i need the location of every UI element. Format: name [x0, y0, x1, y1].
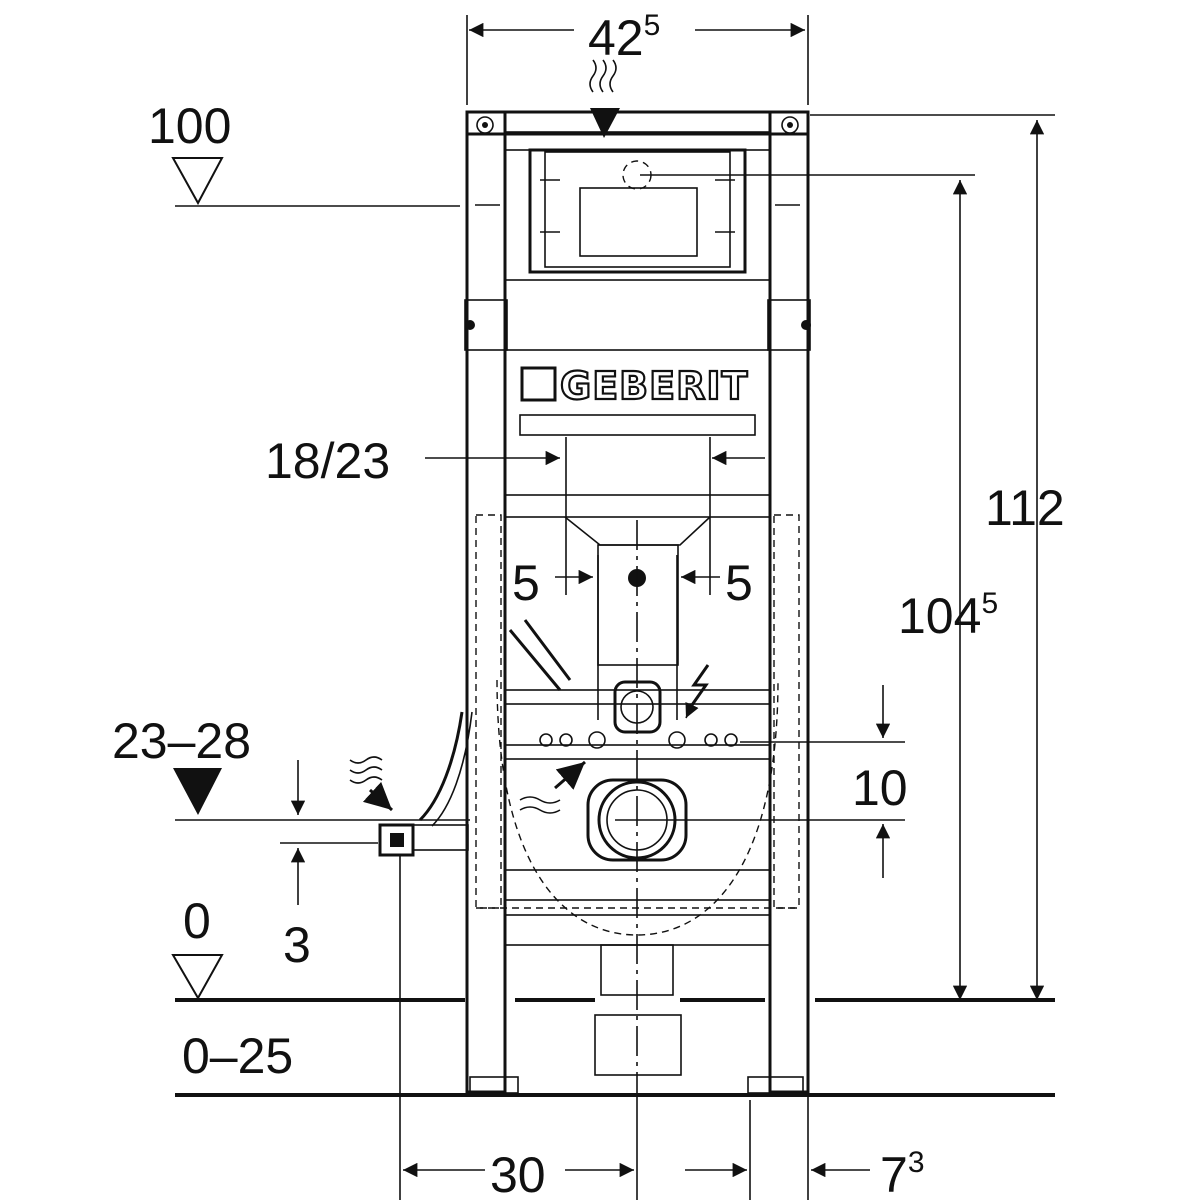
label-bottom-left-width: 30 [490, 1147, 546, 1200]
label-floor-range: 0–25 [182, 1028, 293, 1084]
cistern-box [528, 148, 747, 274]
electric-bolt-icon [685, 664, 710, 719]
label-top-level: 100 [148, 98, 231, 154]
dimension-lines [175, 15, 1055, 1200]
wave-arrows-icon [589, 59, 620, 138]
label-bolt-spacing: 18/23 [265, 433, 390, 489]
label-height-inner: 1045 [898, 587, 998, 644]
triangle-level-icon [171, 157, 224, 1001]
label-right-five: 5 [725, 555, 753, 611]
label-offset-small: 3 [283, 917, 311, 973]
brand-logo: GEBERIT [520, 363, 748, 409]
label-width-top: 425 [588, 9, 660, 66]
label-floor-level: 0 [183, 893, 211, 949]
floor-lines [175, 998, 1055, 1097]
label-upper-level: 23–28 [112, 713, 251, 769]
dimension-labels: 425 100 112 1045 18/23 5 5 10 23–28 0 3 … [112, 9, 1065, 1200]
label-bottom-right-width: 73 [880, 1146, 925, 1200]
label-left-five: 5 [512, 555, 540, 611]
wave-arrows-icon-center [519, 760, 586, 814]
label-height-total: 112 [985, 480, 1065, 536]
wave-arrows-icon-left [349, 756, 394, 812]
brand-logo-text: GEBERIT [560, 364, 748, 408]
label-pipe-gap: 10 [852, 760, 908, 816]
